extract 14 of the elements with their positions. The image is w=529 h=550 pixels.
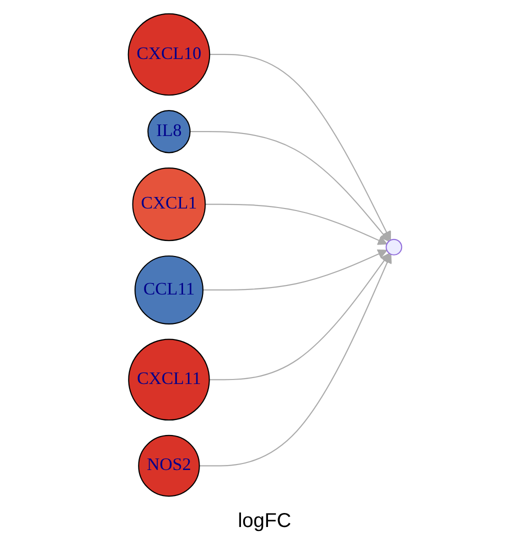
arrow: [198, 254, 392, 466]
legend-title: logFC: [238, 510, 292, 533]
arrow: [190, 131, 389, 242]
gene-node-circle: IL8: [146, 110, 190, 154]
gene-node-circle: CXCL10: [127, 13, 210, 96]
arrow: [202, 249, 387, 291]
gene-node-circle: CCL11: [134, 255, 203, 324]
arrow: [204, 204, 387, 245]
arrow: [209, 54, 390, 241]
gene-node-circle: NOS2: [138, 434, 200, 497]
gene-node-circle: CXCL1: [132, 168, 206, 242]
arrow: [208, 252, 390, 380]
hub-point: [385, 238, 402, 256]
gene-node-circle: CXCL11: [128, 338, 210, 421]
